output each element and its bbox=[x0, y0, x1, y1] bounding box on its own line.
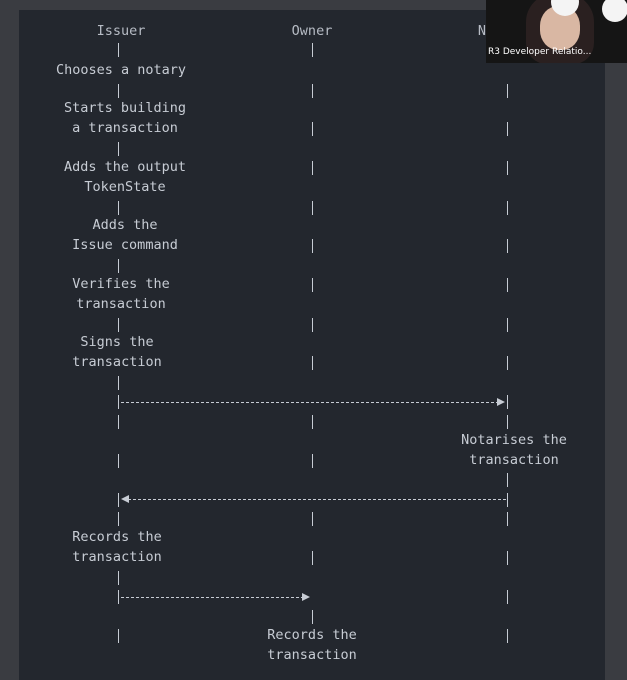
step-choose-notary: Chooses a notary bbox=[55, 62, 187, 78]
owner-lifeline bbox=[312, 551, 314, 565]
arrow-notary-to-issuer bbox=[128, 499, 506, 500]
issuer-lifeline bbox=[118, 84, 120, 98]
participant-notary: N bbox=[477, 23, 487, 39]
participant-issuer: Issuer bbox=[96, 23, 146, 39]
issuer-lifeline bbox=[118, 142, 120, 156]
arrowhead-left-icon bbox=[121, 495, 129, 503]
notary-lifeline bbox=[507, 161, 509, 175]
step-notarise: Notarises the transaction bbox=[461, 432, 567, 468]
notary-lifeline bbox=[507, 201, 509, 215]
arrow-issuer-to-notary bbox=[121, 402, 499, 403]
issuer-lifeline bbox=[118, 493, 120, 507]
step-verify: Verifies the transaction bbox=[72, 276, 170, 312]
issuer-lifeline bbox=[118, 43, 120, 57]
owner-lifeline bbox=[312, 415, 314, 429]
owner-lifeline bbox=[312, 512, 314, 526]
owner-lifeline bbox=[312, 122, 314, 136]
notary-lifeline bbox=[507, 512, 509, 526]
notary-lifeline bbox=[507, 493, 509, 507]
issuer-lifeline bbox=[118, 454, 120, 468]
video-tile[interactable]: R3 Developer Relatio... bbox=[486, 0, 627, 63]
step-start-building: Starts building a transaction bbox=[64, 100, 186, 136]
diagram-panel bbox=[19, 10, 605, 680]
owner-lifeline bbox=[312, 201, 314, 215]
notary-lifeline bbox=[507, 278, 509, 292]
issuer-lifeline bbox=[118, 415, 120, 429]
notary-lifeline bbox=[507, 590, 509, 604]
issuer-lifeline bbox=[118, 629, 120, 643]
owner-lifeline bbox=[312, 610, 314, 624]
notary-lifeline bbox=[507, 629, 509, 643]
notary-lifeline bbox=[507, 395, 509, 409]
notary-lifeline bbox=[507, 239, 509, 253]
notary-lifeline bbox=[507, 122, 509, 136]
issuer-lifeline bbox=[118, 395, 120, 409]
notary-lifeline bbox=[507, 84, 509, 98]
notary-lifeline bbox=[507, 551, 509, 565]
owner-lifeline bbox=[312, 278, 314, 292]
arrow-issuer-to-owner bbox=[121, 597, 304, 598]
owner-lifeline bbox=[312, 43, 314, 57]
issuer-lifeline bbox=[118, 259, 120, 273]
notary-lifeline bbox=[507, 356, 509, 370]
owner-lifeline bbox=[312, 239, 314, 253]
issuer-lifeline bbox=[118, 318, 120, 332]
arrowhead-right-icon bbox=[302, 593, 310, 601]
arrowhead-right-icon bbox=[497, 398, 505, 406]
step-owner-record: Records the transaction bbox=[267, 627, 357, 663]
video-control-icon[interactable] bbox=[602, 0, 627, 22]
owner-lifeline bbox=[312, 454, 314, 468]
owner-lifeline bbox=[312, 356, 314, 370]
owner-lifeline bbox=[312, 84, 314, 98]
step-add-command: Adds the Issue command bbox=[72, 217, 178, 253]
participant-owner: Owner bbox=[291, 23, 333, 39]
notary-lifeline bbox=[507, 318, 509, 332]
notary-lifeline bbox=[507, 473, 509, 487]
step-sign: Signs the transaction bbox=[72, 334, 162, 370]
issuer-lifeline bbox=[118, 571, 120, 585]
video-participant-name: R3 Developer Relatio... bbox=[488, 47, 592, 57]
issuer-lifeline bbox=[118, 512, 120, 526]
issuer-lifeline bbox=[118, 201, 120, 215]
issuer-lifeline bbox=[118, 590, 120, 604]
step-issuer-record: Records the transaction bbox=[72, 529, 162, 565]
owner-lifeline bbox=[312, 318, 314, 332]
notary-lifeline bbox=[507, 415, 509, 429]
issuer-lifeline bbox=[118, 376, 120, 390]
owner-lifeline bbox=[312, 161, 314, 175]
step-add-output: Adds the output TokenState bbox=[64, 159, 186, 195]
video-control-icon[interactable] bbox=[551, 0, 579, 16]
